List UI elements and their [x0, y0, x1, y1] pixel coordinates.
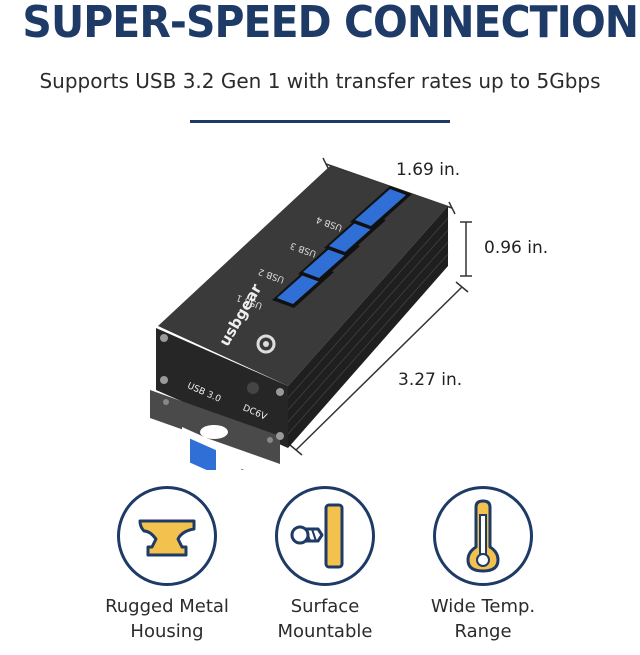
feature-mountable: Surface Mountable: [240, 486, 410, 644]
feature-wide-temp-line2: Range: [454, 621, 512, 642]
product-illustration: USB 4 USB 3 USB 2 USB 1 usbgear USB 3.0 …: [0, 140, 640, 507]
feature-mountable-line2: Mountable: [277, 621, 373, 642]
headline: SUPER-SPEED CONNECTIONS: [22, 0, 640, 48]
subheadline: Supports USB 3.2 Gen 1 with transfer rat…: [39, 69, 601, 93]
length-dimension-line: [289, 281, 469, 456]
height-dimension-label: 0.96 in.: [484, 238, 549, 258]
feature-mountable-line1: Surface: [290, 596, 360, 617]
thermometer-icon: [433, 486, 533, 586]
width-dimension-label: 1.69 in.: [396, 160, 461, 180]
feature-rugged-line1: Rugged Metal: [105, 596, 229, 617]
divider: [190, 120, 450, 123]
mounting-slot: [200, 425, 228, 439]
gear-icon: [256, 334, 276, 354]
height-dimension-line: [460, 221, 472, 277]
feature-wide-temp-line1: Wide Temp.: [430, 596, 536, 617]
housing-side: [288, 206, 448, 448]
wall-screw-icon: [275, 486, 375, 586]
housing-front: [156, 328, 288, 448]
feature-rugged: Rugged Metal Housing: [82, 486, 252, 644]
length-dimension-label: 3.27 in.: [398, 370, 463, 390]
usb-b-port: [190, 438, 216, 475]
usb-hub-image: [150, 157, 472, 507]
feature-rugged-line2: Housing: [130, 621, 204, 642]
anvil-icon: [117, 486, 217, 586]
usb-port-4: [350, 186, 412, 230]
feature-wide-temp: Wide Temp. Range: [398, 486, 568, 644]
dc-jack: [247, 382, 259, 394]
